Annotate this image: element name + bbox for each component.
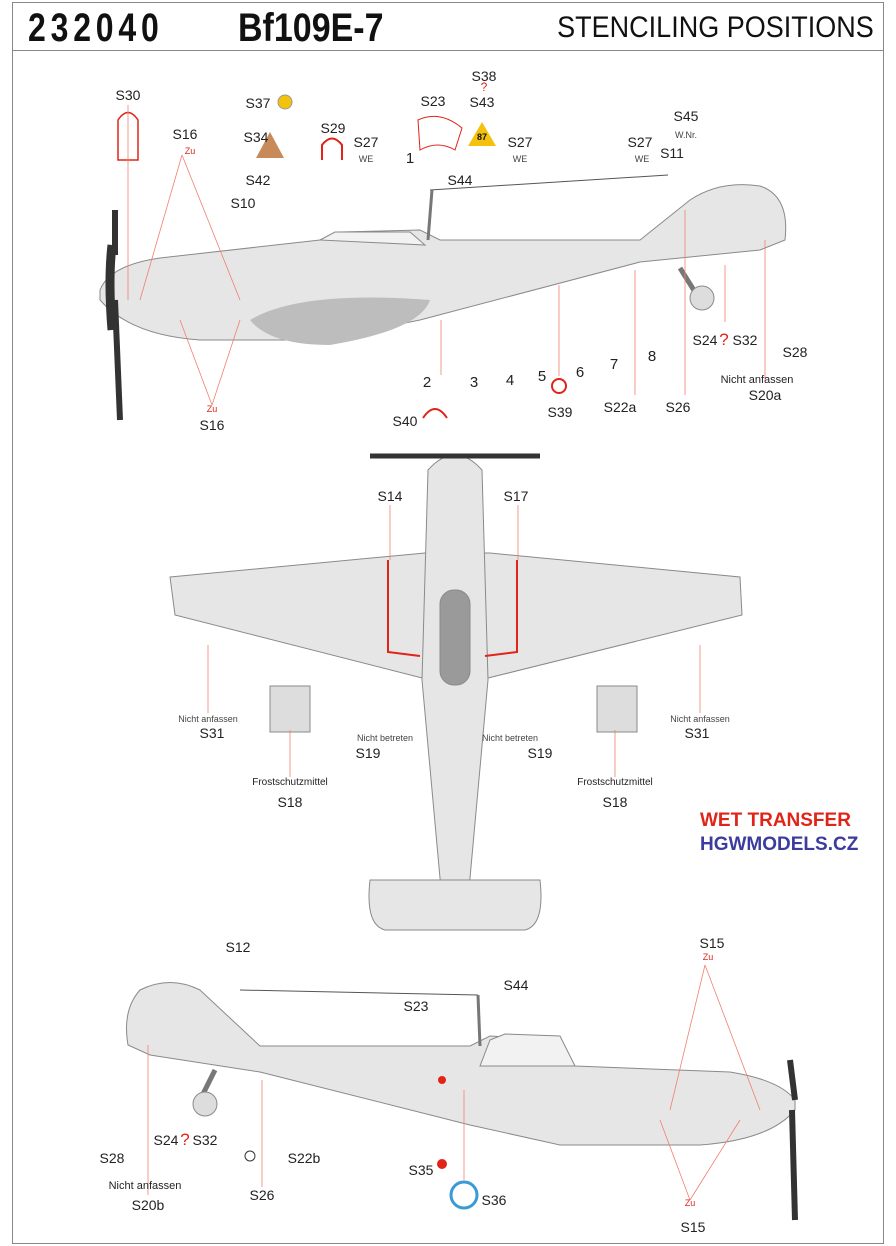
label-s38: S38 (471, 68, 497, 84)
website-label: HGWMODELS.CZ (700, 834, 859, 855)
label-s31: S31 (684, 725, 710, 741)
label-nicht-anfassen: Nicht anfassen (178, 714, 238, 724)
label-we: WE (634, 154, 650, 164)
label-zu: Zu (684, 1198, 696, 1208)
label-7: 7 (609, 356, 619, 373)
label-s28: S28 (99, 1150, 125, 1166)
label-s32: S32 (192, 1132, 218, 1148)
label-question: ? (480, 80, 488, 94)
label-s15: S15 (680, 1219, 706, 1235)
label-s22a: S22a (603, 399, 637, 415)
label-s10: S10 (230, 195, 256, 211)
label-wnr: W.Nr. (675, 130, 697, 140)
label-s26: S26 (665, 399, 691, 415)
label-s28: S28 (782, 344, 808, 360)
label-s16: S16 (172, 126, 198, 142)
label-3: 3 (469, 374, 479, 391)
product-code: 232040 (28, 6, 164, 50)
badge-87: 87 (476, 132, 488, 142)
sheet-title: STENCILING POSITIONS (557, 11, 874, 44)
label-s27: S27 (507, 134, 533, 150)
label-frostschutzmittel: Frostschutzmittel (577, 777, 653, 788)
label-s27: S27 (353, 134, 379, 150)
label-s37: S37 (245, 95, 271, 111)
sheet-frame (12, 2, 884, 1244)
label-s36: S36 (481, 1192, 507, 1208)
label-s39: S39 (547, 404, 573, 420)
label-question: ? (719, 330, 729, 349)
label-s23: S23 (403, 998, 429, 1014)
side-view-right-aircraft (126, 964, 798, 1221)
label-nicht-anfassen: Nicht anfassen (108, 1180, 182, 1192)
label-nicht-anfassen: Nicht anfassen (720, 374, 794, 386)
label-s17: S17 (503, 488, 529, 504)
label-s30: S30 (115, 87, 141, 103)
label-s19: S19 (355, 745, 381, 761)
label-s24: S24 (153, 1132, 179, 1148)
label-nicht-betreten: Nicht betreten (356, 733, 414, 743)
label-s26: S26 (249, 1187, 275, 1203)
side-view-left-aircraft (99, 94, 787, 421)
label-s18: S18 (602, 794, 628, 810)
label-s45: S45 (673, 108, 699, 124)
label-s43: S43 (469, 94, 495, 110)
label-2: 2 (422, 374, 432, 391)
label-s44: S44 (447, 172, 473, 188)
label-question: ? (180, 1130, 190, 1149)
label-s40: S40 (392, 413, 418, 429)
label-s34: S34 (243, 129, 269, 145)
label-s35: S35 (408, 1162, 434, 1178)
label-nicht-anfassen: Nicht anfassen (670, 714, 730, 724)
label-8: 8 (647, 348, 657, 365)
label-frostschutzmittel: Frostschutzmittel (252, 777, 328, 788)
label-s12: S12 (225, 939, 251, 955)
label-s23: S23 (420, 93, 446, 109)
label-5: 5 (537, 368, 547, 385)
label-s27: S27 (627, 134, 653, 150)
label-4: 4 (505, 372, 515, 389)
label-we: WE (512, 154, 528, 164)
label-s15: S15 (699, 935, 725, 951)
label-6: 6 (575, 364, 585, 381)
label-s44: S44 (503, 977, 529, 993)
label-s32: S32 (732, 332, 758, 348)
label-s19: S19 (527, 745, 553, 761)
label-s24: S24 (692, 332, 718, 348)
label-zu: Zu (702, 952, 714, 962)
label-zu: Zu (206, 404, 218, 414)
label-zu: Zu (184, 146, 196, 156)
label-nicht-betreten: Nicht betreten (481, 733, 539, 743)
label-s42: S42 (245, 172, 271, 188)
label-s14: S14 (377, 488, 403, 504)
top-view-aircraft (169, 453, 743, 931)
label-s29: S29 (320, 120, 346, 136)
label-s22b: S22b (287, 1150, 321, 1166)
wet-transfer-label: WET TRANSFER (700, 810, 851, 831)
label-1: 1 (405, 150, 415, 167)
label-we: WE (358, 154, 374, 164)
label-s18: S18 (277, 794, 303, 810)
label-s31: S31 (199, 725, 225, 741)
label-s20a: S20a (748, 387, 782, 403)
label-s11: S11 (660, 145, 684, 161)
aircraft-model: Bf109E-7 (238, 6, 384, 50)
header: 232040 Bf109E-7 STENCILING POSITIONS (12, 2, 884, 51)
label-s16: S16 (199, 417, 225, 433)
label-s20b: S20b (131, 1197, 165, 1213)
